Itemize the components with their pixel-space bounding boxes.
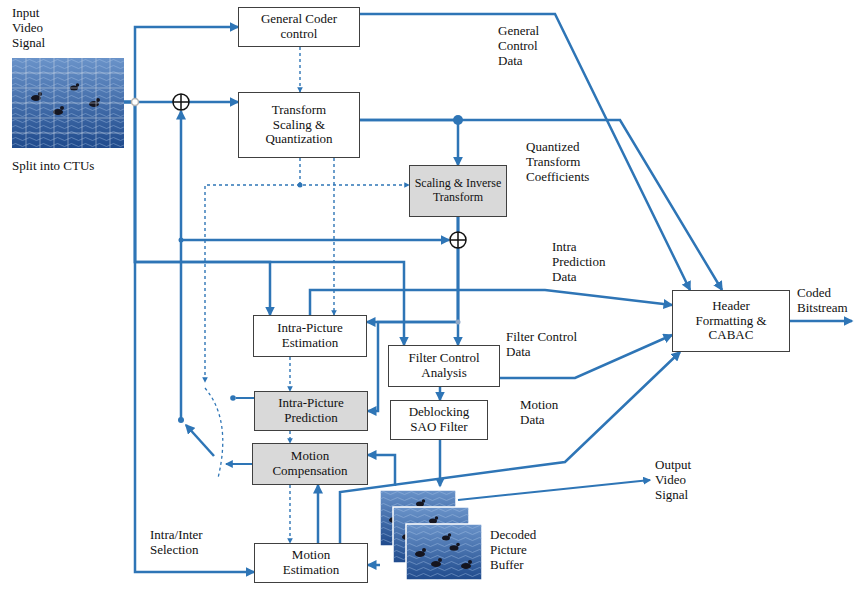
annotation-label: Output Video Signal	[655, 458, 701, 503]
process-box: Motion Compensation	[252, 443, 368, 485]
box-label: Transform Scaling & Quantization	[259, 103, 339, 148]
annotation-label: Coded Bitstream	[797, 286, 853, 316]
data-connector	[367, 217, 458, 322]
duck	[60, 106, 64, 110]
data-connector	[368, 564, 380, 567]
switch-contact	[230, 395, 236, 401]
sum-junction	[173, 94, 189, 110]
box-label: Motion Estimation	[276, 548, 346, 578]
data-connector	[317, 485, 320, 543]
process-box: Transform Scaling & Quantization	[238, 92, 360, 158]
edge-label: General Control Data	[498, 24, 548, 69]
water-image	[12, 58, 124, 148]
picture-buffer: Decoded Picture Buffer	[380, 486, 550, 580]
split-dot	[132, 99, 139, 106]
edge-label: Motion Data	[520, 398, 566, 428]
process-box: Intra-Picture Estimation	[253, 315, 367, 357]
control-connector	[289, 431, 290, 443]
process-box: Scaling & Inverse Transform	[409, 165, 507, 216]
control-connector	[289, 485, 290, 543]
box-label: General Coder control	[244, 12, 354, 42]
input-frame: Input Video SignalSplit into CTUs	[12, 6, 124, 174]
caption-label: Decoded Picture Buffer	[490, 528, 548, 573]
box-label: Intra-Picture Prediction	[261, 396, 361, 426]
control-connector	[299, 47, 300, 92]
box-label: Deblocking SAO Filter	[399, 405, 479, 435]
edge-label: Quantized Transform Coefficients	[526, 140, 600, 185]
sum-junction	[173, 94, 189, 110]
process-box: Deblocking SAO Filter	[390, 400, 488, 440]
buffer-picture	[406, 524, 482, 580]
data-connector	[360, 120, 722, 290]
input-picture	[12, 58, 124, 148]
control-connector	[300, 158, 409, 185]
inter-output-wire	[226, 463, 252, 465]
data-connector	[360, 120, 458, 165]
process-box: Filter Control Analysis	[388, 345, 500, 387]
process-box: Motion Estimation	[254, 543, 368, 583]
ctu-grid	[12, 58, 124, 148]
wave-texture	[12, 58, 124, 148]
switch-arm	[186, 425, 214, 456]
control-connector	[289, 357, 290, 391]
data-connector	[124, 27, 238, 102]
box-label: Intra-Picture Estimation	[260, 321, 360, 351]
process-box: General Coder control	[238, 7, 360, 47]
split-dot	[453, 115, 463, 125]
box-label: Scaling & Inverse Transform	[414, 177, 502, 205]
bitstream-arrow	[790, 320, 852, 323]
split-dot	[298, 183, 303, 188]
process-box: Header Formatting & CABAC	[672, 290, 790, 352]
duck	[96, 98, 100, 102]
switch-pivot	[178, 417, 184, 423]
split-dot	[456, 320, 461, 325]
control-connector	[333, 158, 334, 315]
output-arrow	[458, 480, 650, 500]
box-label: Filter Control Analysis	[394, 351, 494, 381]
sum-junction	[450, 232, 466, 248]
intra-output-wire	[236, 397, 254, 399]
prediction-wire	[181, 239, 449, 242]
edge-label: Filter Control Data	[506, 330, 592, 360]
edge-label: Intra Prediction Data	[552, 240, 614, 285]
selection-arc	[205, 388, 223, 478]
box-label: Motion Compensation	[260, 449, 360, 479]
sum-junction	[450, 232, 466, 248]
data-connector	[368, 455, 395, 486]
box-label: Header Formatting & CABAC	[689, 299, 773, 344]
data-connector	[310, 290, 672, 315]
data-connector	[439, 387, 442, 400]
prediction-wire	[180, 111, 183, 420]
caption-label: Input Video Signal	[12, 6, 62, 51]
split-dot	[179, 238, 184, 243]
annotation-label: Intra/Inter Selection	[150, 528, 230, 558]
process-box: Intra-Picture Prediction	[254, 391, 368, 431]
duck	[76, 83, 79, 86]
data-connector	[124, 102, 254, 572]
caption-label: Split into CTUs	[12, 159, 94, 174]
